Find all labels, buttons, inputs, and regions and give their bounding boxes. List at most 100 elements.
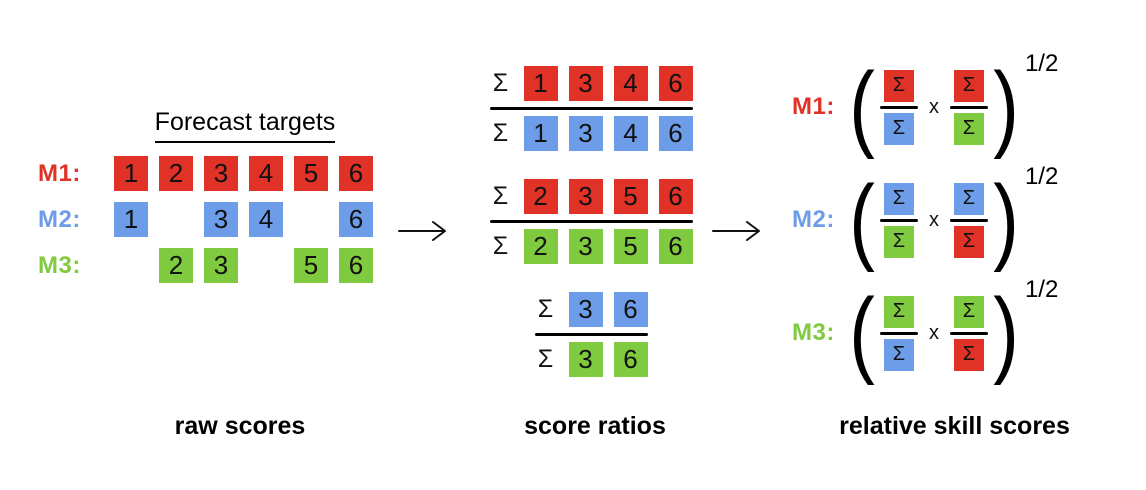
close-paren: ) — [993, 166, 1019, 273]
empty-slot — [249, 248, 283, 283]
relative-skill-scores-caption: relative skill scores — [839, 412, 1070, 440]
forecast-targets-heading: Forecast targets — [154, 108, 336, 143]
sigma-box: Σ — [883, 182, 914, 215]
score-box: 5 — [294, 156, 328, 191]
sigma-box: Σ — [953, 112, 984, 145]
sigma-box: Σ — [953, 295, 984, 328]
score-box: 3 — [204, 202, 238, 237]
sigma-box: Σ — [953, 182, 984, 215]
raw-scores-caption: raw scores — [174, 412, 306, 440]
score-box: 1 — [523, 66, 558, 101]
fraction-bar — [879, 331, 918, 335]
sigma-box: Σ — [953, 338, 984, 371]
sigma-box: Σ — [953, 69, 984, 102]
sigma-symbol: Σ — [492, 69, 509, 97]
score-box: 2 — [523, 179, 558, 214]
score-box: 6 — [339, 202, 373, 237]
fraction-bar — [949, 105, 988, 109]
score-box: 3 — [568, 292, 603, 327]
sigma-box: Σ — [883, 295, 914, 328]
sigma-symbol: Σ — [492, 182, 509, 210]
model-label: M3: — [792, 319, 835, 346]
score-box: 1 — [114, 156, 148, 191]
sigma-box: Σ — [953, 225, 984, 258]
model-label: M1: — [792, 93, 835, 120]
close-paren: ) — [993, 53, 1019, 160]
score-box: 2 — [523, 229, 558, 264]
score-box: 6 — [658, 229, 693, 264]
sigma-box: Σ — [883, 69, 914, 102]
fraction-bar — [949, 331, 988, 335]
sigma-box: Σ — [883, 338, 914, 371]
close-paren: ) — [993, 279, 1019, 386]
score-box: 4 — [613, 66, 648, 101]
sigma-symbol: Σ — [492, 232, 509, 260]
forecast-targets-heading-wrap: Forecast targets — [114, 108, 376, 143]
score-box: 6 — [613, 292, 648, 327]
score-box: 3 — [568, 179, 603, 214]
open-paren: ( — [849, 279, 875, 386]
times-symbol: x — [928, 95, 939, 118]
score-box: 3 — [568, 229, 603, 264]
fraction-bar — [534, 333, 648, 336]
empty-slot — [294, 202, 328, 237]
score-box: 5 — [613, 179, 648, 214]
score-box: 3 — [568, 116, 603, 151]
empty-slot — [114, 248, 148, 283]
fraction-bar — [489, 220, 693, 223]
model-label: M3: — [38, 251, 81, 279]
sigma-symbol: Σ — [537, 295, 554, 323]
times-symbol: x — [928, 321, 939, 344]
fraction-bar — [489, 107, 693, 110]
open-paren: ( — [849, 53, 875, 160]
score-box: 6 — [613, 342, 648, 377]
score-box: 4 — [613, 116, 648, 151]
score-box: 2 — [159, 156, 193, 191]
times-symbol: x — [928, 208, 939, 231]
sigma-box: Σ — [883, 112, 914, 145]
exponent: 1/2 — [1024, 163, 1059, 190]
score-box: 6 — [658, 116, 693, 151]
sigma-box: Σ — [883, 225, 914, 258]
score-box: 4 — [249, 156, 283, 191]
model-label: M2: — [38, 205, 81, 233]
score-box: 4 — [249, 202, 283, 237]
score-box: 3 — [568, 342, 603, 377]
right-arrow-icon — [712, 219, 764, 243]
exponent: 1/2 — [1024, 50, 1059, 77]
model-label: M1: — [38, 159, 81, 187]
score-box: 3 — [204, 156, 238, 191]
score-box: 3 — [204, 248, 238, 283]
right-arrow-icon — [398, 219, 450, 243]
score-box: 6 — [658, 179, 693, 214]
score-box: 5 — [294, 248, 328, 283]
